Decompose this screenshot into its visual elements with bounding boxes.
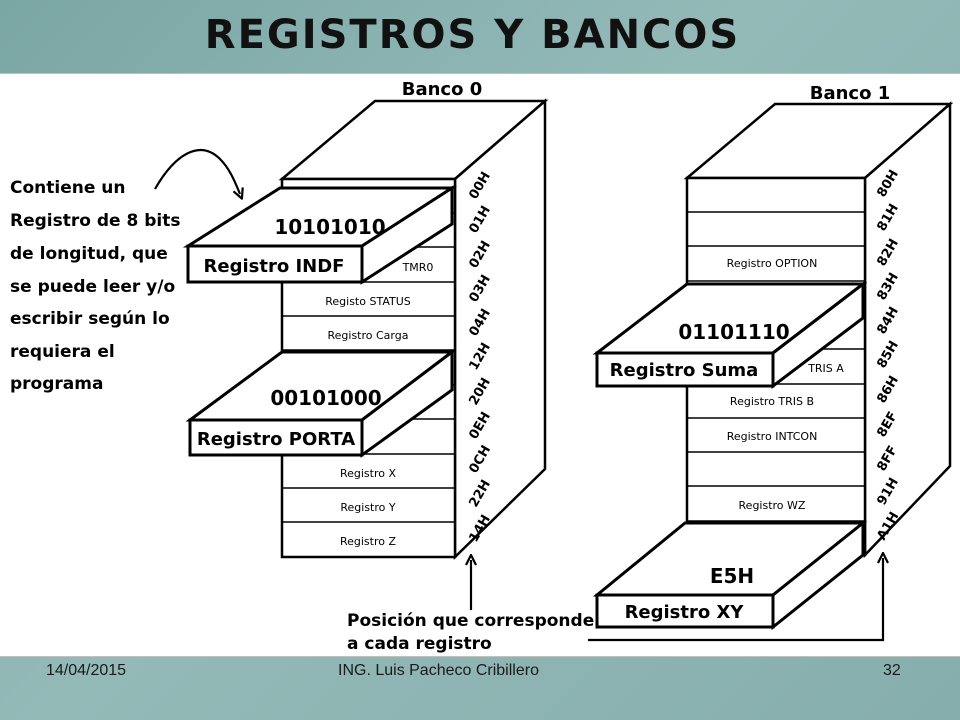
bank-1-row-label: Registro OPTION xyxy=(727,257,818,270)
drawer-label: Registro PORTA xyxy=(197,429,355,450)
bank-0-row-label: Registo STATUS xyxy=(325,295,411,308)
note-line: escribir según lo xyxy=(10,309,170,329)
diagram-panel: TMR0 Registo STATUS Registro Carga Regis… xyxy=(0,73,960,657)
drawer-value: 10101010 xyxy=(274,215,385,239)
bank-0-row-label: Registro X xyxy=(340,467,397,480)
note-line: Registro de 8 bits xyxy=(10,211,180,231)
bank-0: TMR0 Registo STATUS Registro Carga Regis… xyxy=(182,79,549,560)
position-label-line: Posición que corresponde xyxy=(347,611,594,631)
bank-0-title: Banco 0 xyxy=(402,79,483,100)
slide-title: REGISTROS Y BANCOS xyxy=(204,12,741,58)
note-line: se puede leer y/o xyxy=(10,277,175,297)
bank-1-drawer-xy: E5H Registro XY xyxy=(592,519,868,631)
drawer-label: Registro INDF xyxy=(204,256,345,277)
drawer-label: Registro XY xyxy=(625,602,745,623)
note-line: programa xyxy=(10,374,103,394)
bank-0-row-label: Registro Carga xyxy=(328,329,409,342)
bank-1-title: Banco 1 xyxy=(810,83,891,104)
drawer-value: 00101000 xyxy=(270,386,381,410)
position-label: Posición que corresponde a cada registro xyxy=(347,611,594,654)
bank-0-drawer-porta: 00101000 Registro PORTA xyxy=(185,348,457,458)
bank-1-drawer-suma: 01101110 Registro Suma xyxy=(592,280,868,390)
drawer-value: 01101110 xyxy=(678,320,789,344)
note-line: Contiene un xyxy=(10,178,126,198)
bank-1-row-label: TRIS A xyxy=(807,362,844,375)
note-text: Contiene un Registro de 8 bits de longit… xyxy=(10,178,180,394)
bank-1-row-label: Registro WZ xyxy=(739,499,806,512)
register-banks-diagram: TMR0 Registo STATUS Registro Carga Regis… xyxy=(10,79,954,654)
footer-page-number: 32 xyxy=(883,662,901,679)
note-line: de longitud, que xyxy=(10,244,168,264)
footer-author: ING. Luis Pacheco Cribillero xyxy=(338,662,539,679)
bank-0-row-label: Registro Z xyxy=(340,535,397,548)
elbow-arrow-icon xyxy=(588,558,883,642)
bank-1-row-label: Registro TRIS B xyxy=(730,395,814,408)
drawer-label: Registro Suma xyxy=(610,360,759,381)
footer-date: 14/04/2015 xyxy=(46,662,127,679)
drawer-value: E5H xyxy=(710,564,754,588)
note-line: requiera el xyxy=(10,342,115,362)
position-label-line: a cada registro xyxy=(347,634,492,654)
curved-arrow-icon xyxy=(154,148,240,194)
bank-0-row-label: Registro Y xyxy=(340,501,396,514)
bank-0-drawer-indf: 10101010 Registro INDF xyxy=(182,185,458,285)
bank-0-row-label: TMR0 xyxy=(402,261,434,274)
bank-1: Registro OPTION TRIS A Registro TRIS B R… xyxy=(592,83,954,631)
bank-1-row-label: Registro INTCON xyxy=(727,430,818,443)
